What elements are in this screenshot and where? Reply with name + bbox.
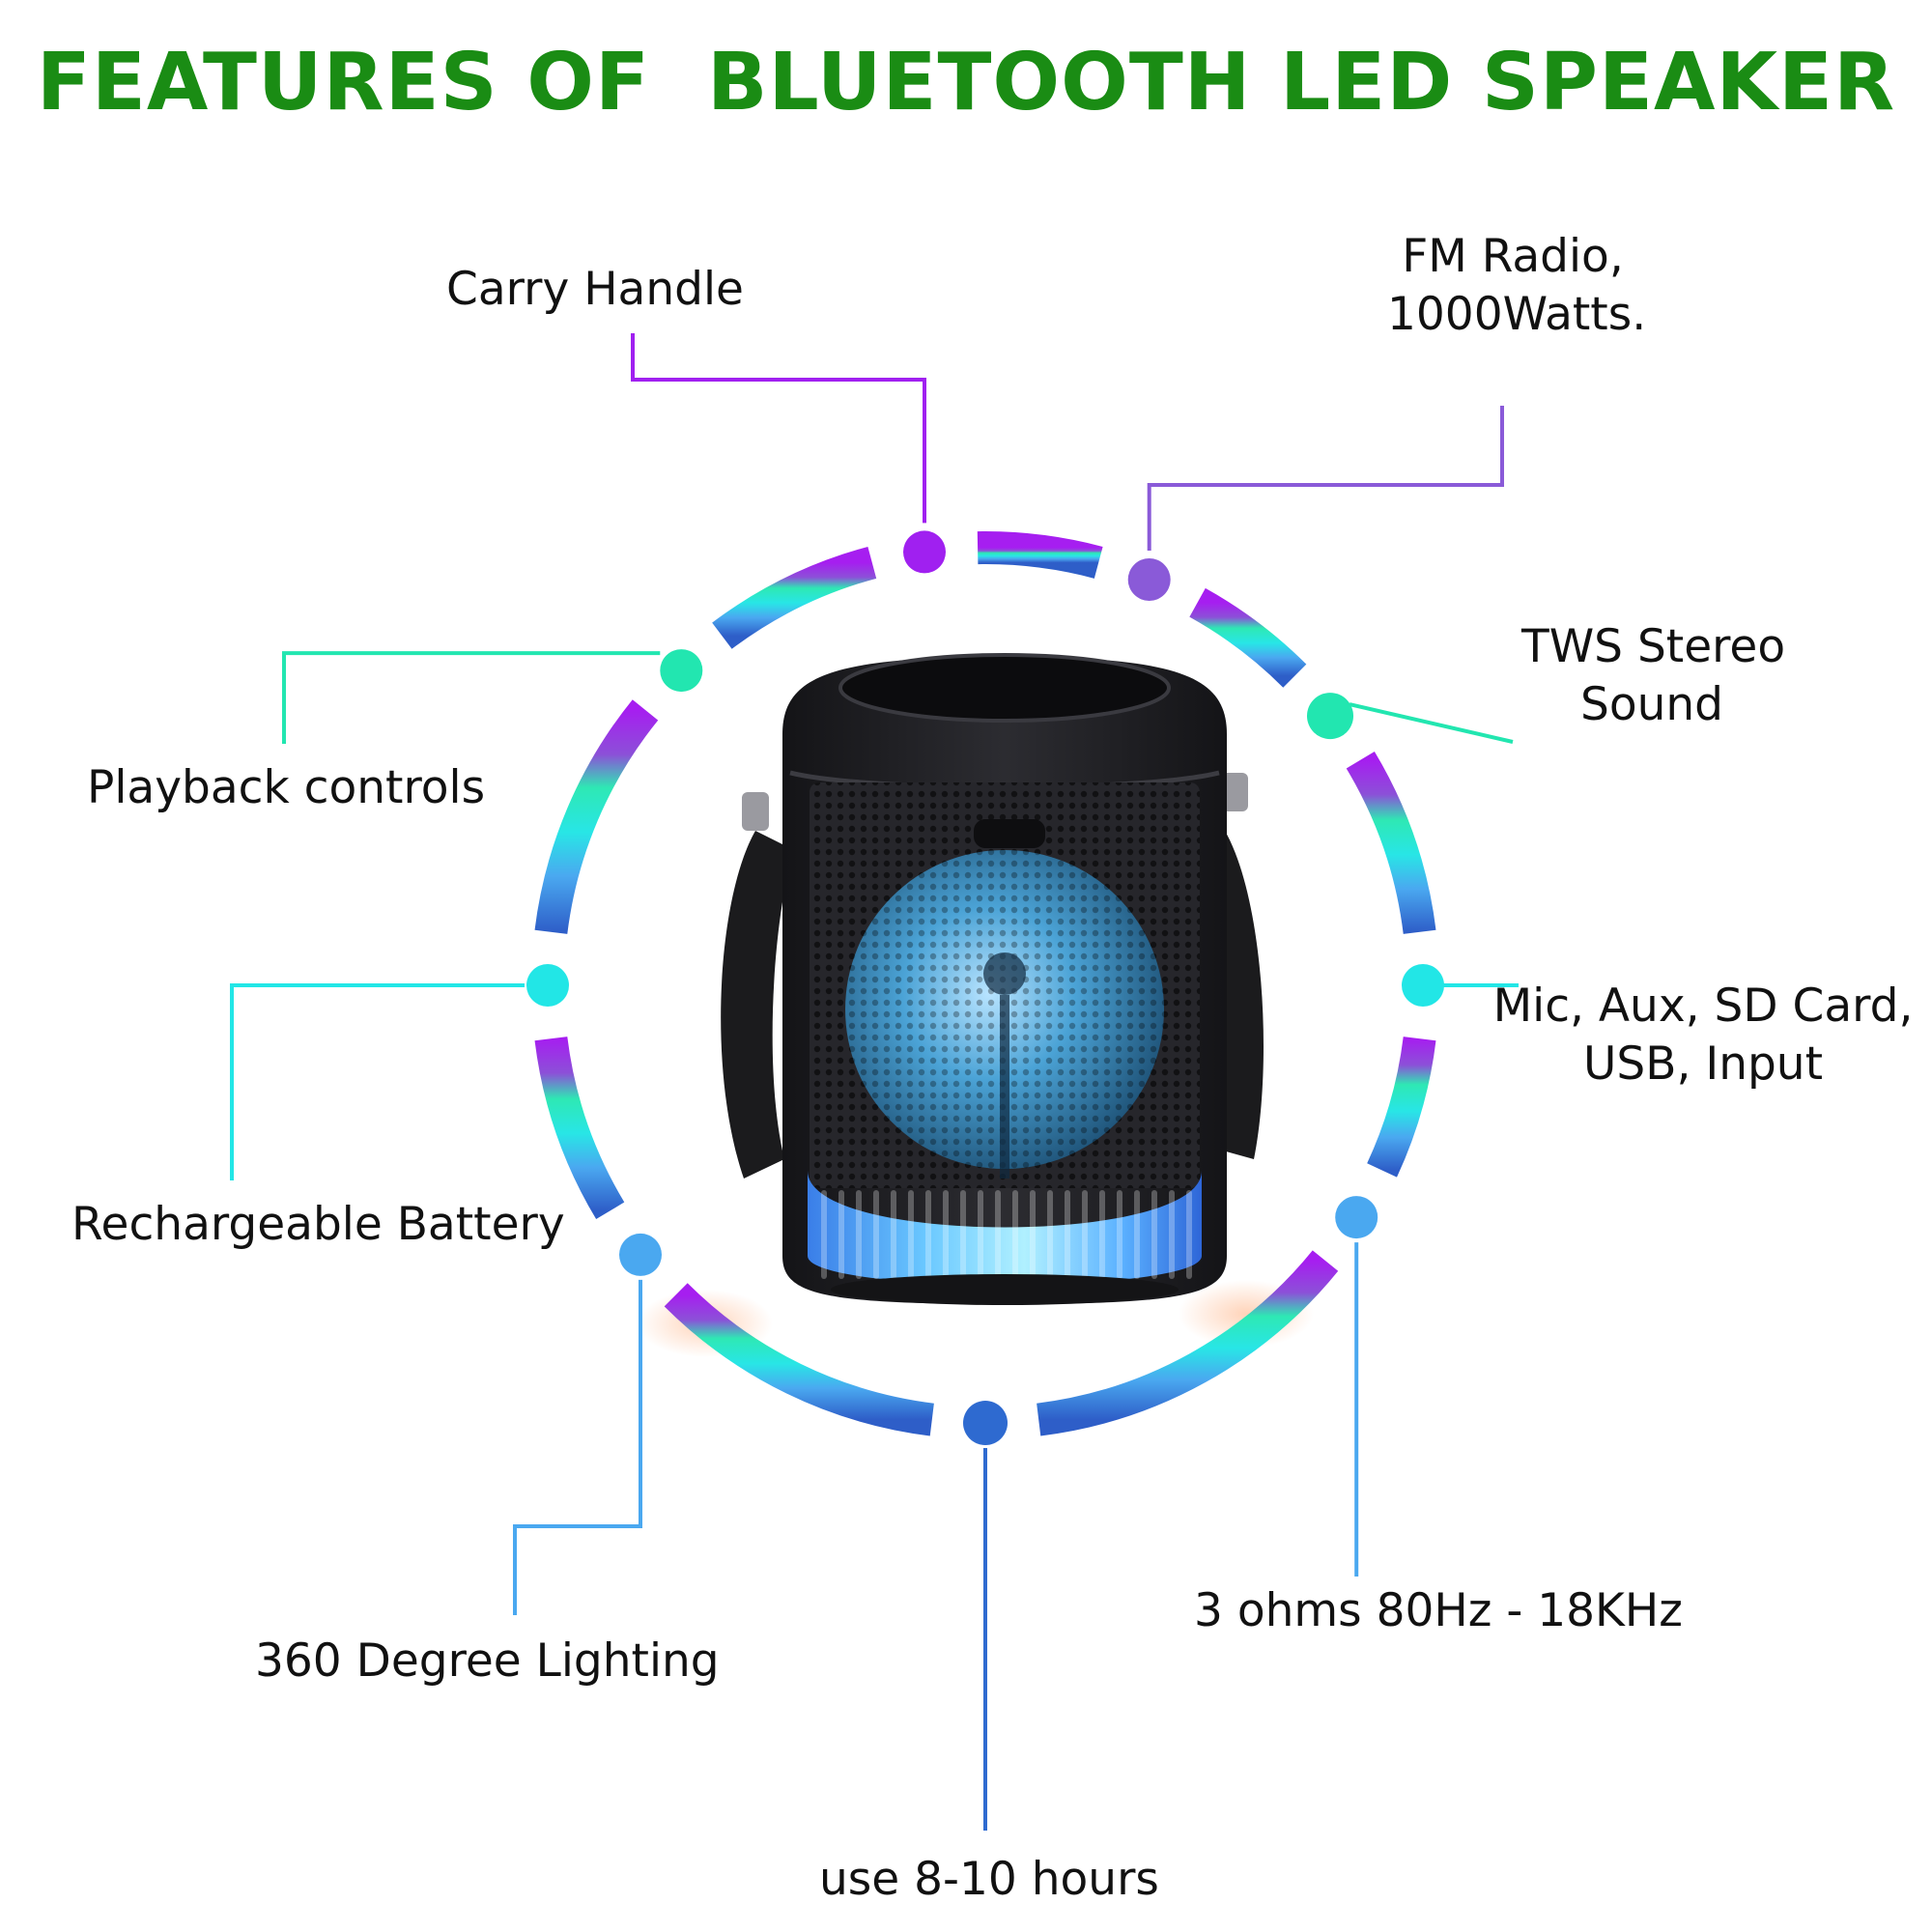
led-rib: [908, 1190, 914, 1279]
speaker-foot: [831, 1274, 1179, 1305]
label-rechargeable-battery: Rechargeable Battery: [71, 1198, 565, 1251]
led-base-ring: [808, 1171, 1202, 1285]
led-rib: [873, 1190, 879, 1279]
led-rib: [943, 1190, 949, 1279]
label-playback-controls: Playback controls: [87, 761, 486, 814]
ring-segment: [534, 1036, 625, 1220]
led-ribs: [821, 1190, 1192, 1279]
marker-tws-stereo: [1307, 693, 1353, 740]
feature-markers: [526, 530, 1444, 1445]
led-rib: [960, 1190, 966, 1279]
led-rib: [925, 1190, 931, 1279]
connector-carry-handle: [631, 333, 926, 524]
led-rib: [1169, 1190, 1175, 1279]
label-carry-handle: Carry Handle: [446, 263, 744, 316]
led-rib: [1082, 1190, 1088, 1279]
marker-battery: [526, 964, 569, 1007]
connector-lighting: [513, 1279, 642, 1615]
led-rib: [1012, 1190, 1018, 1279]
led-rib: [1134, 1190, 1140, 1279]
mic-head: [983, 952, 1026, 995]
label-lighting: 360 Degree Lighting: [255, 1634, 720, 1688]
label-tws-stereo: TWS Stereo Sound: [1521, 620, 1786, 731]
led-rib: [891, 1190, 896, 1279]
led-rib: [1186, 1190, 1192, 1279]
led-rib: [856, 1190, 862, 1279]
label-inputs: Mic, Aux, SD Card, USB, Input: [1492, 980, 1914, 1091]
led-rib: [1065, 1190, 1070, 1279]
led-rib: [995, 1190, 1001, 1279]
ring-segment: [1037, 1250, 1339, 1436]
mic-stand: [1000, 995, 1009, 1179]
led-rib: [821, 1190, 827, 1279]
connector-battery: [230, 983, 525, 1180]
connector-tws-stereo: [1349, 702, 1514, 744]
connector-playback: [282, 651, 661, 744]
shoulder-strap: [721, 831, 794, 1179]
led-rib: [1117, 1190, 1122, 1279]
handle-recess: [838, 653, 1171, 723]
ring-segment: [664, 1283, 934, 1436]
ring-segment: [712, 546, 877, 649]
led-rib: [1047, 1190, 1053, 1279]
label-impedance: 3 ohms 80Hz - 18KHz: [1194, 1584, 1683, 1637]
ring-segment: [534, 699, 659, 934]
led-rib: [1151, 1190, 1157, 1279]
label-fm-radio: FM Radio, 1000Watts.: [1387, 230, 1647, 341]
marker-carry-handle: [903, 530, 946, 574]
marker-playback: [660, 649, 703, 693]
marker-fm-radio: [1127, 558, 1171, 601]
led-rib: [978, 1190, 983, 1279]
feature-ring: [534, 531, 1436, 1436]
ring-segment: [1189, 587, 1307, 688]
marker-impedance: [1335, 1196, 1378, 1239]
speaker-illustration: [721, 653, 1264, 1305]
ring-segment: [977, 531, 1103, 579]
label-battery-life: use 8-10 hours: [819, 1853, 1159, 1906]
grill-slot: [974, 819, 1045, 848]
page-title: FEATURES OF BLUETOOTH LED SPEAKER: [36, 37, 1896, 128]
marker-inputs: [1402, 964, 1444, 1007]
strap-clip-right: [1221, 773, 1248, 811]
marker-battery-life: [963, 1401, 1008, 1445]
marker-lighting: [619, 1233, 662, 1276]
ring-segment: [1346, 751, 1436, 935]
led-rib: [838, 1190, 844, 1279]
strap-clip-left: [742, 792, 769, 831]
ring-segment: [1367, 1036, 1436, 1178]
led-rib: [1099, 1190, 1105, 1279]
connector-fm-radio: [1147, 406, 1504, 551]
led-rib: [1030, 1190, 1036, 1279]
connector-lines: [230, 333, 1519, 1831]
